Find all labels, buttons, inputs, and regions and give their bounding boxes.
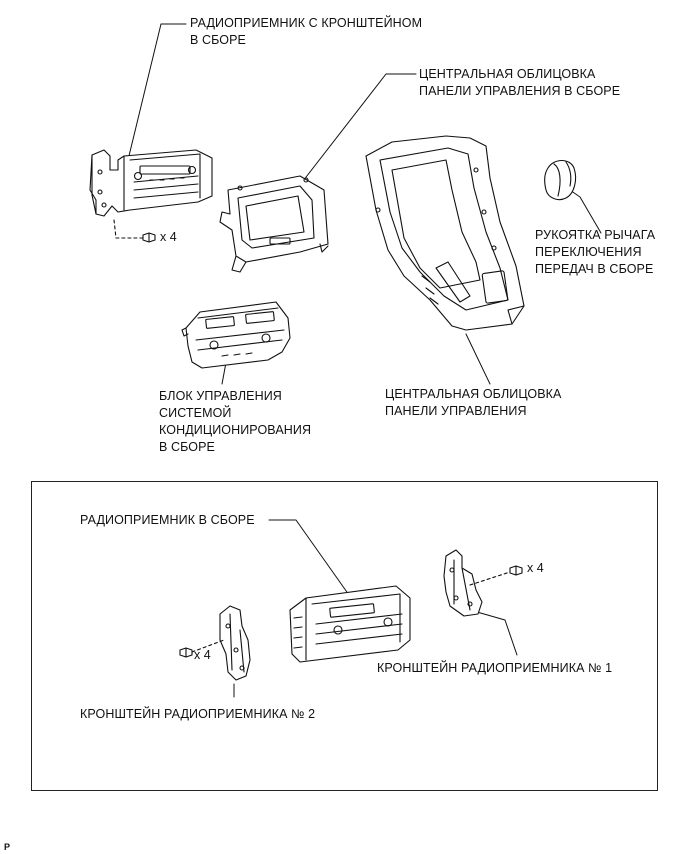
screw-bracket2-part xyxy=(179,639,225,658)
radio-detail-frame xyxy=(31,481,658,791)
qty-screws-bracket2: x 4 xyxy=(194,648,211,662)
label-bracket-2: КРОНШТЕЙН РАДИОПРИЕМНИКА № 2 xyxy=(80,707,316,721)
ac-control-part xyxy=(181,301,291,369)
label-radio-with-bracket: РАДИОПРИЕМНИК С КРОНШТЕЙНОМ В СБОРЕ xyxy=(190,16,423,47)
figure-code: P xyxy=(4,842,11,852)
qty-screws-bracket1: x 4 xyxy=(527,561,544,575)
label-radio-assy: РАДИОПРИЕМНИК В СБОРЕ xyxy=(80,513,255,527)
center-panel-part xyxy=(365,135,525,331)
bracket-2-part xyxy=(219,605,251,681)
leader-lines xyxy=(127,23,602,698)
radio-with-bracket-part xyxy=(89,149,213,217)
qty-screws-top: x 4 xyxy=(160,230,177,244)
label-bracket-1: КРОНШТЕЙН РАДИОПРИЕМНИКА № 1 xyxy=(377,661,613,675)
label-shift-knob: РУКОЯТКА РЫЧАГА ПЕРЕКЛЮЧЕНИЯ ПЕРЕДАЧ В С… xyxy=(535,228,656,276)
label-center-panel: ЦЕНТРАЛЬНАЯ ОБЛИЦОВКА ПАНЕЛИ УПРАВЛЕНИЯ xyxy=(385,387,562,418)
shift-knob-part xyxy=(544,159,577,201)
screw-top-part xyxy=(113,219,156,243)
label-ac-control: БЛОК УПРАВЛЕНИЯ СИСТЕМОЙ КОНДИЦИОНИРОВАН… xyxy=(159,389,312,454)
bracket-1-part xyxy=(443,549,483,617)
label-center-bezel-assy: ЦЕНТРАЛЬНАЯ ОБЛИЦОВКА ПАНЕЛИ УПРАВЛЕНИЯ … xyxy=(419,67,621,98)
radio-assy-part xyxy=(289,585,411,663)
center-bezel-assy-part xyxy=(219,175,329,273)
screw-bracket1-part xyxy=(469,565,523,586)
